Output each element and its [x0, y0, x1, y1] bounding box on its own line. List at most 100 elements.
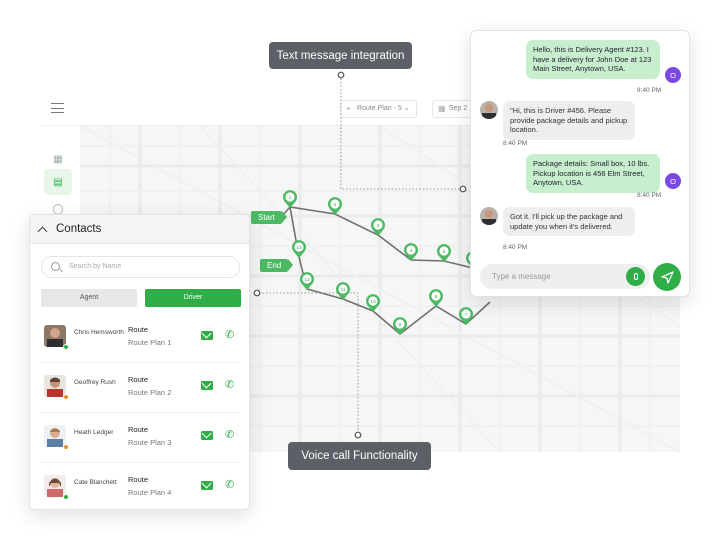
app-sidebar: ▦ ▤ ◯: [42, 126, 74, 452]
contacts-header[interactable]: Contacts: [30, 215, 249, 244]
contacts-panel: Contacts Search by Name Agent Driver Chr…: [29, 214, 250, 510]
contact-route-plan: Route Plan 1: [128, 338, 172, 347]
calendar-icon: ▦: [438, 104, 446, 113]
route-stop-pin[interactable]: 2: [328, 197, 342, 215]
route-stop-pin[interactable]: 13: [292, 240, 307, 258]
pin-label: 1: [289, 195, 292, 201]
status-busy-dot: [63, 394, 69, 400]
route-plan-select[interactable]: ⌖ Route Plan - 5 ⌄: [340, 100, 417, 118]
search-input[interactable]: Search by Name: [41, 256, 240, 278]
dashboard-icon[interactable]: ▦: [53, 153, 63, 165]
contact-route: Route: [128, 475, 149, 484]
avatar: [44, 425, 66, 447]
contact-route-plan: Route Plan 4: [128, 488, 172, 497]
contacts-title: Contacts: [56, 223, 102, 235]
route-stop-pin[interactable]: 4: [404, 243, 418, 261]
route-stop-pin[interactable]: 5: [437, 244, 452, 262]
pin-label: 11: [341, 287, 346, 293]
voice-call-callout: Voice call Functionality: [288, 442, 431, 470]
send-button[interactable]: [653, 263, 681, 291]
search-icon: [51, 262, 60, 271]
contact-row[interactable]: Cate Blanchett Route Route Plan 4 ✆: [41, 465, 240, 509]
route-stop-pin[interactable]: 7: [459, 307, 474, 325]
route-stop-pin[interactable]: 11: [336, 282, 350, 300]
message-time: 8:40 PM: [637, 192, 662, 199]
pin-label: 12: [304, 277, 310, 283]
message-incoming: Got it. I'll pick up the package and upd…: [503, 207, 635, 236]
contact-row[interactable]: Heath Ledger Route Route Plan 3 ✆: [41, 415, 240, 463]
message-input[interactable]: Type a message: [480, 264, 650, 289]
route-stop-pin[interactable]: 3: [371, 218, 385, 236]
driver-avatar: [480, 101, 498, 119]
app-header: ⌖ Route Plan - 5 ⌄ ▦ Sep 2: [42, 90, 682, 126]
pin-label: 9: [399, 322, 402, 328]
avatar: [44, 325, 66, 347]
contact-name: Heath Ledger: [74, 429, 114, 436]
message-icon[interactable]: [201, 481, 213, 490]
contact-route-plan: Route Plan 3: [128, 438, 172, 447]
menu-icon[interactable]: [51, 103, 64, 113]
contact-name: Chris Hemsworth: [74, 329, 124, 336]
route-stop-pin[interactable]: 1: [283, 190, 297, 208]
message-time: 8:40 PM: [503, 140, 528, 147]
microphone-button[interactable]: [626, 267, 645, 286]
route-plan-value: Route Plan - 5: [357, 105, 402, 112]
message-icon[interactable]: [201, 331, 213, 340]
contact-name: Geoffrey Rush: [74, 379, 116, 386]
pin-label: 8: [435, 294, 438, 300]
message-outgoing: Hello, this is Delivery Agent #123. I ha…: [526, 40, 660, 79]
pin-icon: ⌖: [346, 104, 351, 113]
route-stop-pin[interactable]: 12: [300, 272, 314, 290]
message-time: 8:40 PM: [503, 244, 528, 251]
pin-label: 3: [377, 223, 380, 229]
text-message-callout: Text message integration: [269, 42, 412, 69]
status-busy-dot: [63, 444, 69, 450]
chat-panel: Hello, this is Delivery Agent #123. I ha…: [470, 30, 690, 297]
message-outgoing: Package details: Small box, 10 lbs. Pick…: [526, 154, 660, 193]
pin-label: 7: [465, 312, 468, 318]
chevron-up-icon[interactable]: [37, 226, 48, 236]
map-icon[interactable]: ▤: [44, 169, 72, 195]
message-placeholder: Type a message: [492, 272, 551, 281]
status-online-dot: [63, 494, 69, 500]
date-value: Sep 2: [449, 105, 468, 112]
message-icon[interactable]: [201, 431, 213, 440]
pin-label: 13: [296, 245, 302, 251]
route-stop-pin[interactable]: 10: [366, 294, 380, 312]
sender-avatar: O: [665, 67, 681, 83]
search-placeholder: Search by Name: [69, 263, 122, 270]
contact-row[interactable]: Chris Hemsworth Route Route Plan 1 ✆: [41, 315, 240, 363]
contact-route-plan: Route Plan 2: [128, 388, 172, 397]
end-tag: End: [260, 259, 294, 272]
send-icon: [660, 270, 674, 284]
phone-icon[interactable]: ✆: [225, 379, 235, 391]
user-icon[interactable]: ◯: [52, 203, 64, 215]
contact-route: Route: [128, 425, 149, 434]
contact-route: Route: [128, 325, 149, 334]
contact-route: Route: [128, 375, 149, 384]
driver-avatar: [480, 207, 498, 225]
message-incoming: "Hi, this is Driver #456. Please provide…: [503, 101, 635, 140]
avatar: [44, 375, 66, 397]
contact-name: Cate Blanchett: [74, 479, 117, 486]
phone-icon[interactable]: ✆: [225, 429, 235, 441]
pin-label: 4: [410, 248, 413, 254]
start-tag: Start: [251, 211, 287, 224]
phone-icon[interactable]: ✆: [225, 479, 235, 491]
pin-label: 10: [370, 299, 376, 305]
driver-tab[interactable]: Driver: [145, 289, 241, 307]
phone-icon[interactable]: ✆: [225, 329, 235, 341]
sender-avatar: O: [665, 173, 681, 189]
route-stop-pin[interactable]: 8: [429, 289, 443, 307]
route-stop-pin[interactable]: 9: [393, 317, 407, 335]
status-online-dot: [63, 344, 69, 350]
message-time: 8:40 PM: [637, 87, 662, 94]
microphone-icon: [633, 273, 638, 280]
avatar: [44, 475, 66, 497]
pin-label: 5: [443, 249, 446, 255]
agent-tab[interactable]: Agent: [41, 289, 137, 307]
contact-row[interactable]: Geoffrey Rush Route Route Plan 2 ✆: [41, 365, 240, 413]
message-icon[interactable]: [201, 381, 213, 390]
